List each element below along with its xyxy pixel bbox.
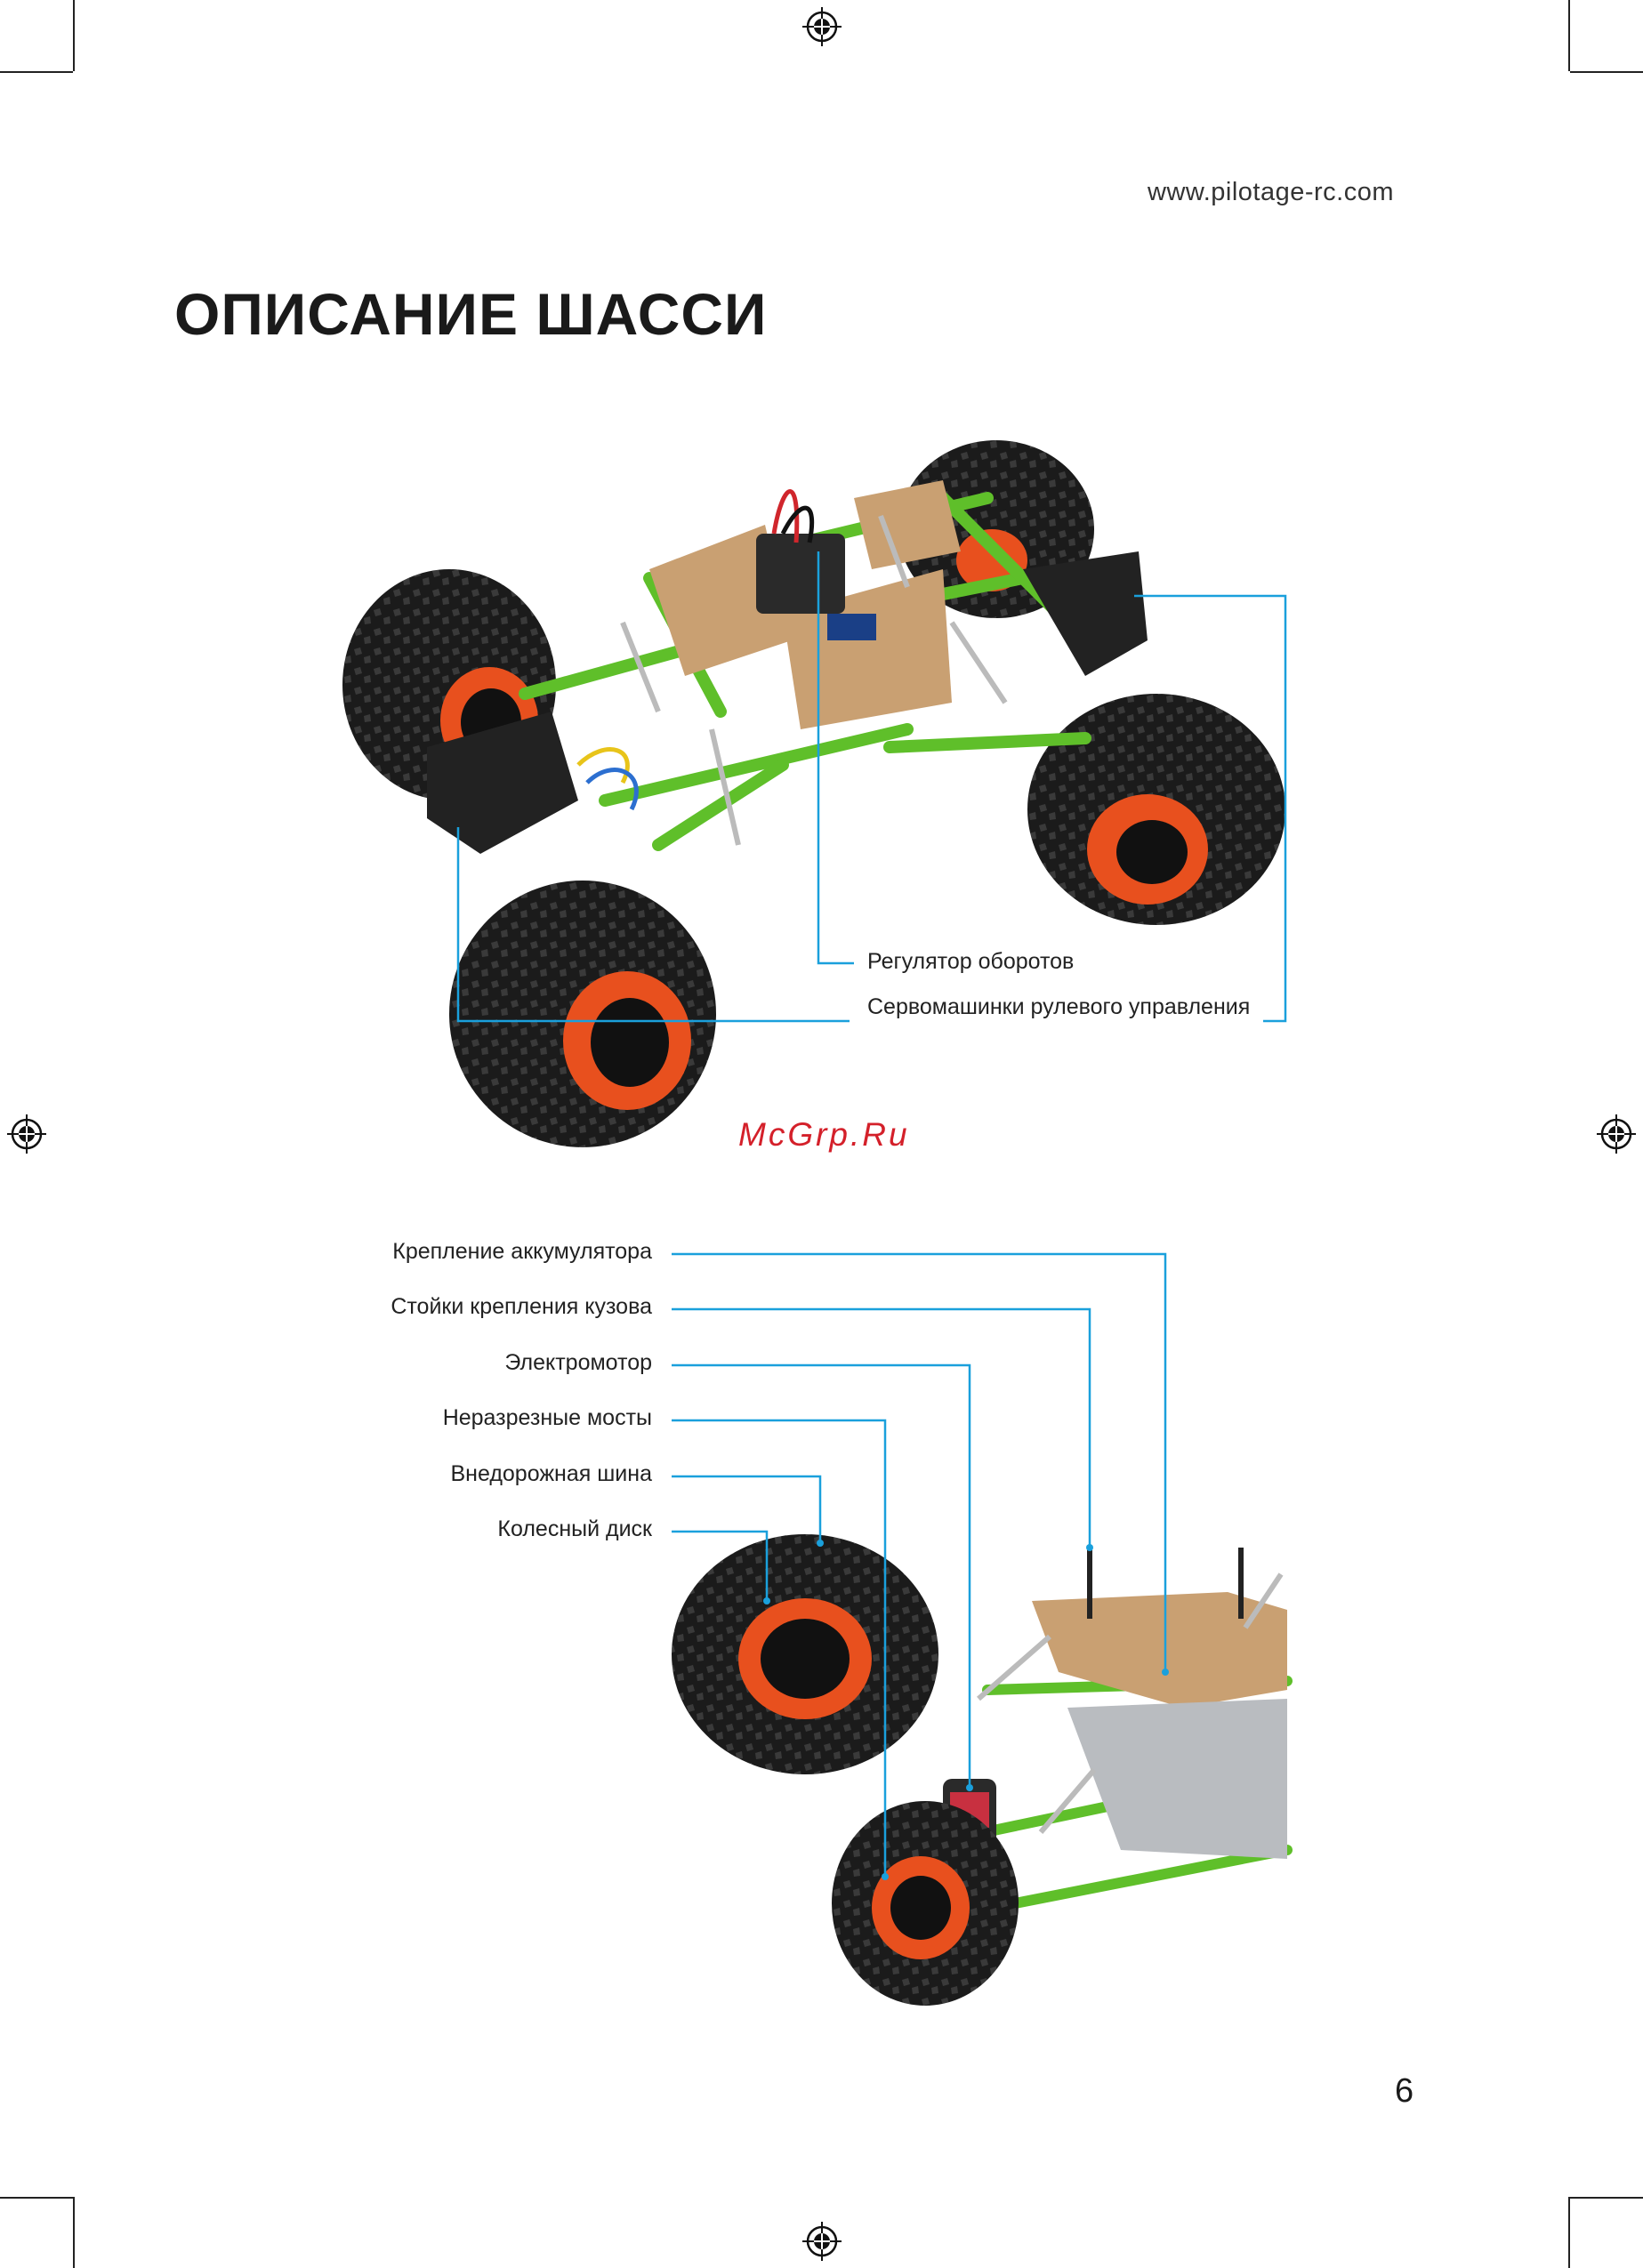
callout-battery-mount: Крепление аккумулятора [154, 1239, 652, 1265]
callout-solid-axles: Неразрезные мосты [154, 1405, 652, 1431]
tire-lower [832, 1801, 1019, 2006]
callout-electric-motor: Электромотор [154, 1350, 652, 1376]
tire-upper [672, 1534, 938, 1774]
callout-body-posts: Стойки крепления кузова [154, 1294, 652, 1320]
crop-mark [1570, 2197, 1643, 2199]
callout-offroad-tire: Внедорожная шина [154, 1461, 652, 1487]
bottom-chassis-photo [0, 0, 1643, 2046]
crop-mark [0, 2197, 73, 2199]
crop-mark [73, 2197, 75, 2268]
callout-wheel-rim: Колесный диск [154, 1516, 652, 1542]
skid-plate [1067, 1699, 1287, 1859]
crop-mark [1568, 2197, 1570, 2268]
registration-mark-icon [802, 2222, 842, 2261]
page-number: 6 [1395, 2072, 1413, 2111]
